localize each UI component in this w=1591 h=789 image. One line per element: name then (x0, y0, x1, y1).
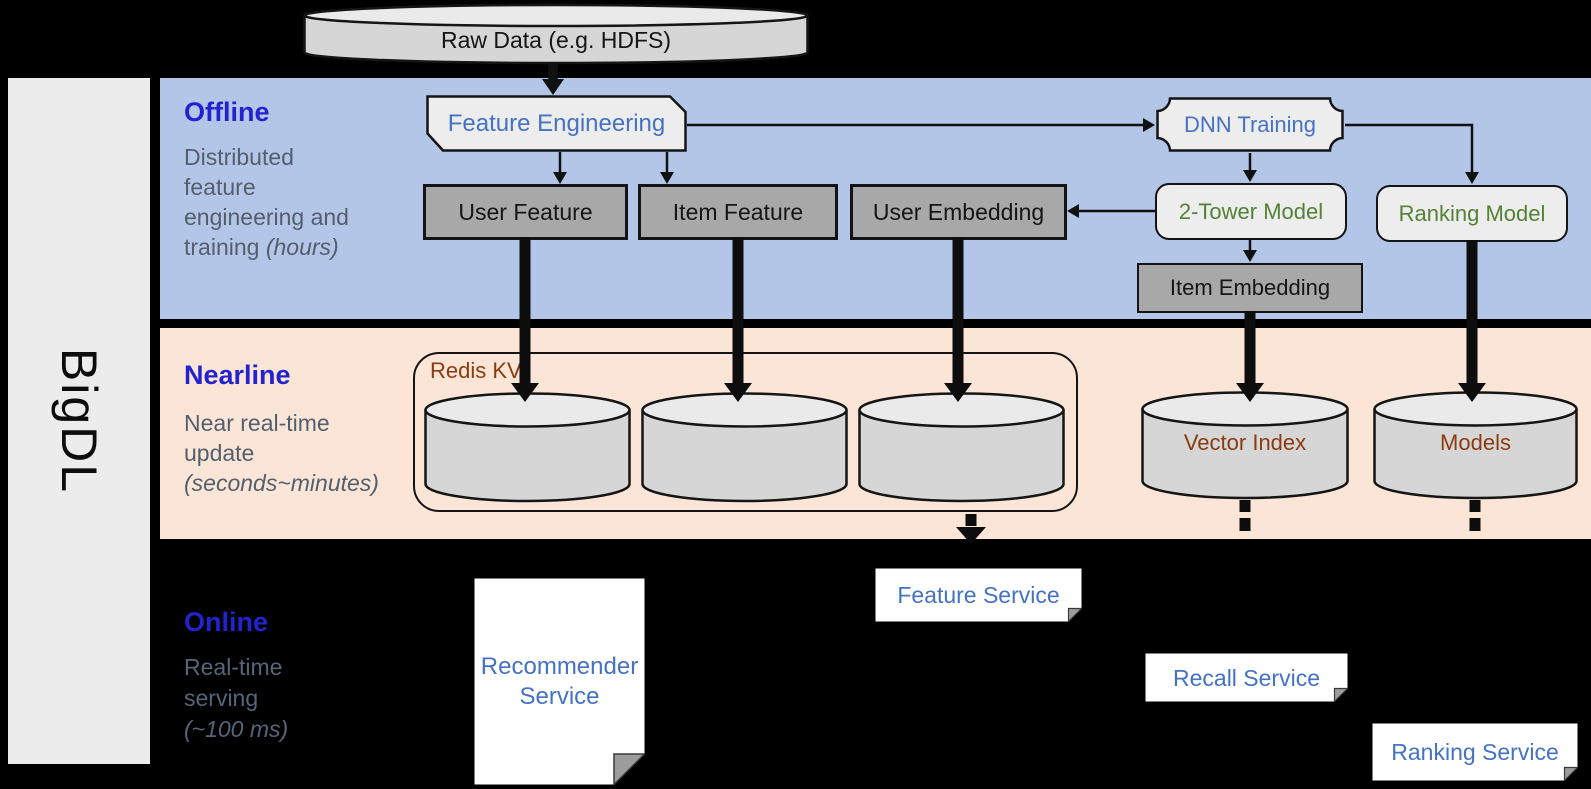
user-embedding-label: User Embedding (872, 198, 1045, 225)
cylinder-shape (303, 3, 809, 65)
document-shape (474, 578, 645, 785)
redis-cylinder-1 (423, 391, 632, 503)
vector-index-label: Vector Index (1183, 430, 1307, 455)
cylinder-shape (1373, 391, 1578, 500)
recommender-service-node: Recommender Service (474, 578, 645, 785)
ranking-service-node: Ranking Service (1372, 723, 1578, 781)
redis-cylinder-2 (640, 391, 849, 503)
nearline-lane-description: Near real-time update (seconds~minutes) (184, 410, 379, 496)
document-shape (875, 568, 1082, 622)
feature-service-node: Feature Service (875, 568, 1082, 622)
document-shape (1372, 723, 1578, 781)
feature-service-label: Feature Service (897, 582, 1060, 608)
models-store: Models (1372, 390, 1579, 500)
item-feature-node: Item Feature (638, 184, 838, 240)
vector-index-store: Vector Index (1140, 390, 1350, 500)
two-tower-model-label: 2-Tower Model (1178, 198, 1324, 224)
nearline-lane-title: Nearline (184, 360, 291, 390)
cylinder-shape (641, 392, 848, 503)
user-feature-node: User Feature (423, 184, 628, 240)
cylinder-shape (1141, 391, 1349, 500)
online-lane-description: Real-time serving (~100 ms) (184, 654, 289, 742)
redis-kv-container (413, 352, 1078, 512)
item-feature-label: Item Feature (672, 198, 804, 225)
cylinder-shape (424, 392, 631, 503)
feature-engineering-node: Feature Engineering (426, 95, 687, 152)
dnn-training-label: DNN Training (1183, 111, 1317, 137)
bigdl-brand-label: BigDL (51, 347, 107, 495)
ranking-service-label: Ranking Service (1391, 739, 1559, 765)
redis-kv-label: Redis KV (430, 358, 522, 383)
ranking-model-label: Ranking Model (1398, 200, 1546, 226)
ranking-model-node: Ranking Model (1376, 185, 1568, 242)
redis-cylinder-3 (857, 391, 1066, 503)
user-feature-label: User Feature (458, 198, 593, 225)
bigdl-sidebar: BigDL (8, 78, 150, 764)
cylinder-shape (858, 392, 1065, 503)
item-embedding-label: Item Embedding (1169, 275, 1331, 300)
plaque-shape (1156, 97, 1344, 152)
offline-lane-title: Offline (184, 97, 270, 127)
feature-engineering-label: Feature Engineering (447, 109, 666, 137)
online-lane-title: Online (184, 607, 269, 637)
recall-service-label: Recall Service (1173, 664, 1320, 691)
raw-data-label: Raw Data (e.g. HDFS) (440, 26, 672, 53)
user-embedding-node: User Embedding (850, 184, 1067, 240)
models-label: Models (1440, 430, 1511, 455)
recall-service-node: Recall Service (1145, 653, 1348, 702)
two-tower-model-node: 2-Tower Model (1155, 183, 1347, 240)
arrow-rawdata-to-fe (548, 62, 558, 81)
snip-rect-shape (426, 95, 687, 152)
dnn-training-node: DNN Training (1155, 96, 1345, 153)
offline-lane-description: Distributed feature engineering and trai… (184, 144, 349, 260)
recommender-service-label: Recommender Service (480, 652, 639, 710)
raw-data-store: Raw Data (e.g. HDFS) (302, 3, 810, 65)
document-shape (1145, 653, 1348, 702)
item-embedding-node: Item Embedding (1137, 263, 1363, 313)
